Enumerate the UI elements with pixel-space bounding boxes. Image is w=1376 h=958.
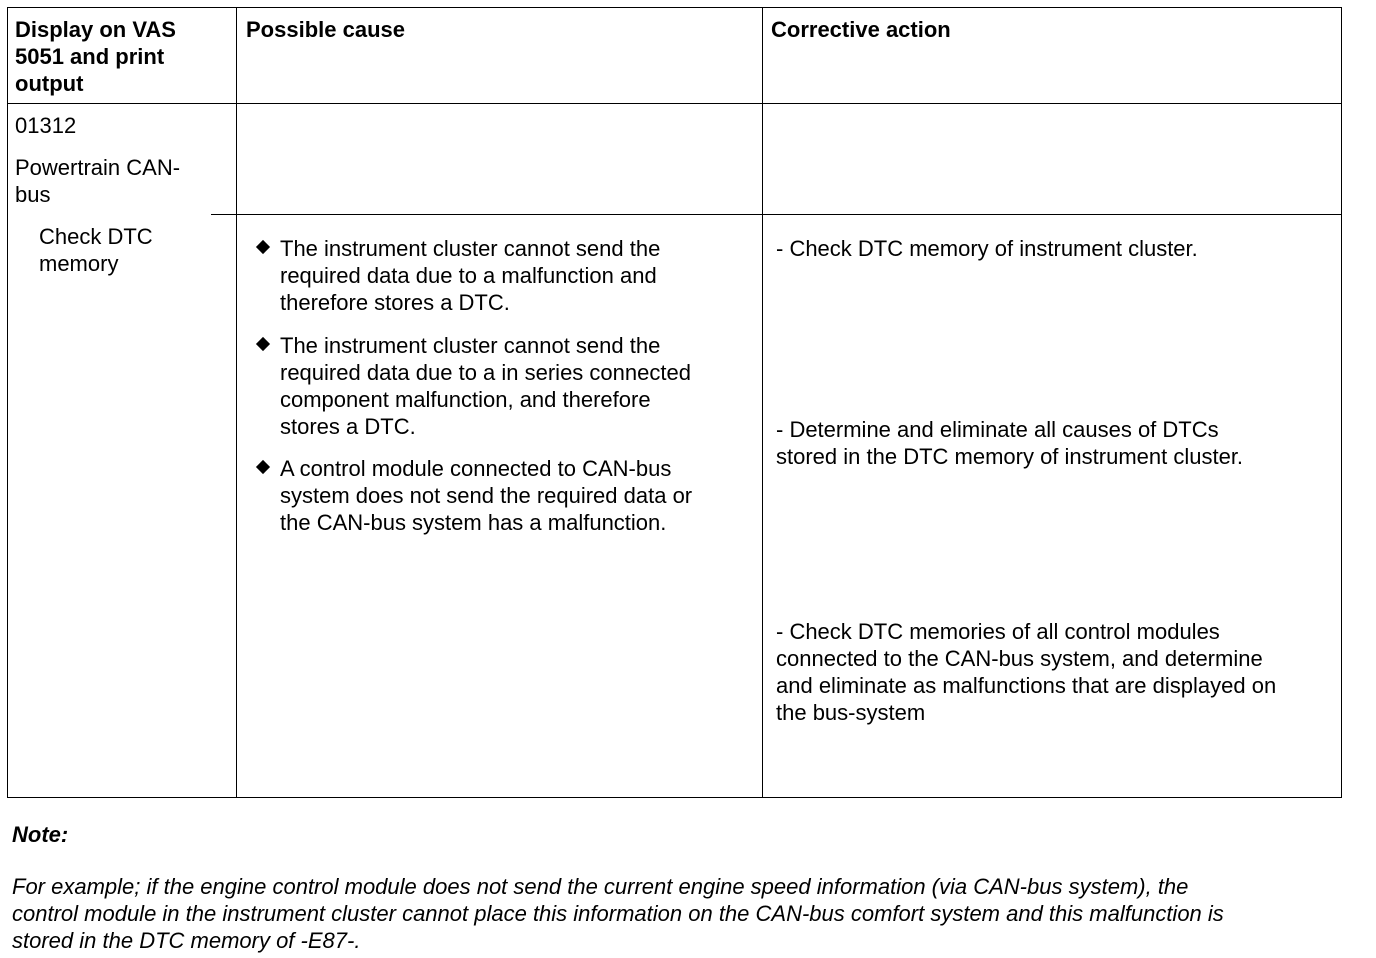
header-display-line-3: output (15, 71, 84, 96)
cause-2-line-3: component malfunction, and therefore (280, 387, 651, 412)
cause-3-line-2: system does not send the required data o… (280, 483, 693, 508)
header-possible-cause: Possible cause (246, 17, 405, 42)
check-dtc-label-line-2: memory (39, 251, 119, 276)
cause-2-line-2: required data due to a in series connect… (280, 360, 691, 385)
note-line-3: stored in the DTC memory of -E87-. (12, 928, 361, 953)
cause-1-line-2: required data due to a malfunction and (280, 263, 657, 288)
cause-1-line-3: therefore stores a DTC. (280, 290, 510, 315)
header-display-line-1: Display on VAS (15, 17, 176, 42)
system-name-line-1: Powertrain CAN- (15, 155, 181, 180)
column-divider-2 (762, 7, 763, 798)
header-divider (7, 103, 1342, 104)
action-2-line-1: - Determine and eliminate all causes of … (776, 417, 1219, 442)
row-divider (211, 214, 1342, 215)
action-3-line-1: - Check DTC memories of all control modu… (776, 619, 1220, 644)
header-display-line-2: 5051 and print (15, 44, 165, 69)
action-3-line-4: the bus-system (776, 700, 926, 725)
action-3-line-2: connected to the CAN-bus system, and det… (776, 646, 1263, 671)
action-2-line-2: stored in the DTC memory of instrument c… (776, 444, 1244, 469)
action-1-line-1: - Check DTC memory of instrument cluster… (776, 236, 1198, 261)
system-name-line-2: bus (15, 182, 51, 207)
dtc-code: 01312 (15, 113, 77, 138)
dtc-table (7, 7, 1342, 798)
note-line-2: control module in the instrument cluster… (12, 901, 1224, 926)
note-label: Note: (12, 822, 69, 847)
action-3-line-3: and eliminate as malfunctions that are d… (776, 673, 1277, 698)
cause-3-line-3: the CAN-bus system has a malfunction. (280, 510, 667, 535)
note-line-1: For example; if the engine control modul… (12, 874, 1189, 899)
column-divider-1 (236, 7, 237, 798)
cause-2-line-1: The instrument cluster cannot send the (280, 333, 661, 358)
cause-2-line-4: stores a DTC. (280, 414, 416, 439)
check-dtc-label-line-1: Check DTC (39, 224, 153, 249)
cause-3-line-1: A control module connected to CAN-bus (280, 456, 672, 481)
header-corrective-action: Corrective action (771, 17, 951, 42)
cause-1-line-1: The instrument cluster cannot send the (280, 236, 661, 261)
